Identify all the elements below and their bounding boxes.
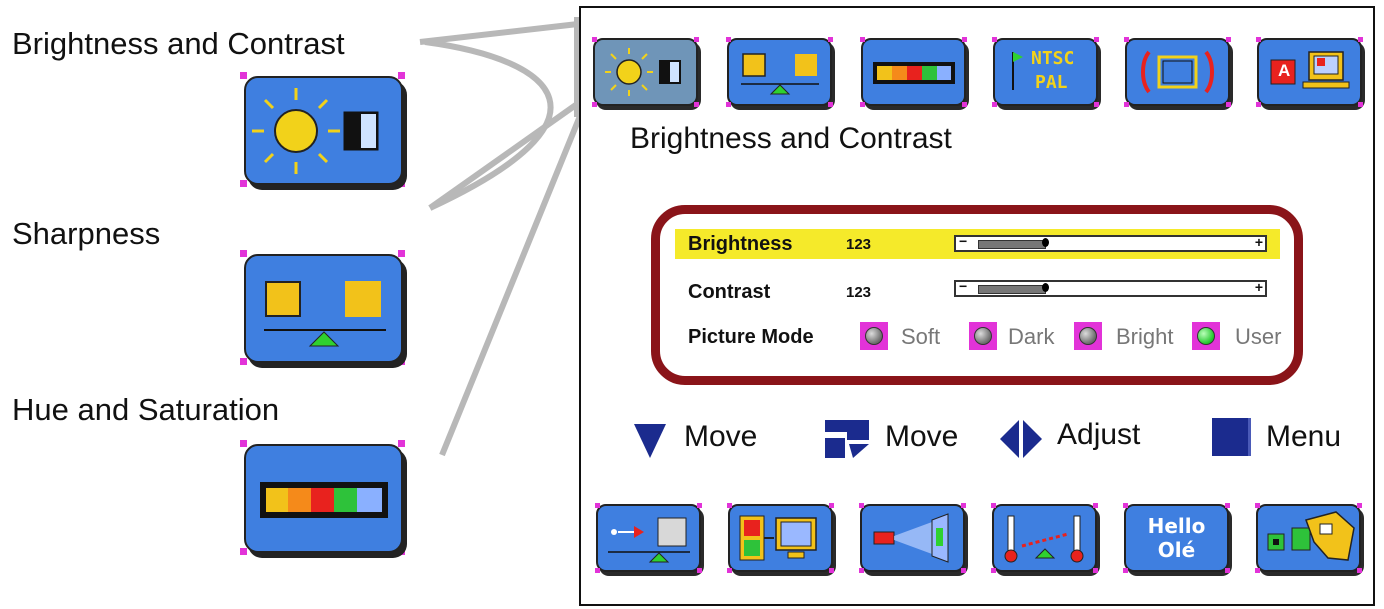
- sharpness-icon: [741, 53, 819, 95]
- input-monitor-icon: [739, 515, 817, 561]
- tab-ntsc-pal[interactable]: NTSC PAL: [992, 37, 1099, 107]
- language-badge: A: [1278, 61, 1291, 80]
- hello-label: Hello: [1147, 514, 1206, 538]
- legend-brightness-icon: [240, 72, 405, 187]
- legend-sharpness-label: Sharpness: [12, 216, 161, 251]
- tab-color-temperature[interactable]: [991, 503, 1098, 573]
- help-menu-label: Menu: [1266, 420, 1342, 453]
- tab-hue-saturation[interactable]: [860, 37, 967, 107]
- ntsc-label: NTSC: [1031, 48, 1075, 69]
- ole-label: Olé: [1157, 538, 1196, 562]
- color-bar-icon: [873, 62, 955, 84]
- move-arrows-icon: [825, 420, 869, 458]
- radio-ball-selected-icon: [1197, 327, 1215, 345]
- help-adjust-label: Adjust: [1057, 418, 1141, 451]
- mode-user-radio[interactable]: [1192, 322, 1220, 350]
- section-title: Brightness and Contrast: [630, 122, 952, 155]
- menu-square-icon: [1212, 418, 1251, 456]
- tab-position[interactable]: [595, 503, 702, 573]
- brightness-label: Brightness: [688, 233, 793, 255]
- tab-projector[interactable]: [859, 503, 966, 573]
- legend-sharpness-icon: [240, 250, 405, 365]
- mode-soft-label: Soft: [901, 324, 941, 349]
- osd-window: [579, 6, 1375, 606]
- color-bar-icon: [260, 482, 388, 518]
- tab-screen-size[interactable]: [1124, 37, 1231, 107]
- legend-hue-label: Hue and Saturation: [12, 392, 280, 427]
- reset-tools-icon: [1267, 511, 1355, 561]
- slider-plus: +: [1254, 234, 1263, 250]
- tab-input-source[interactable]: [727, 503, 834, 573]
- slider-minus: −: [959, 278, 968, 294]
- tab-sharpness[interactable]: [726, 37, 833, 107]
- mode-bright-radio[interactable]: [1074, 322, 1102, 350]
- mode-dark-radio[interactable]: [969, 322, 997, 350]
- position-icon: [608, 517, 690, 563]
- legend-hue-icon: [240, 440, 405, 555]
- brightness-value: 123: [846, 236, 872, 253]
- slider-fill: [978, 285, 1046, 294]
- mode-soft-radio[interactable]: [860, 322, 888, 350]
- contrast-label: Contrast: [688, 281, 771, 303]
- screen-size-icon: [1141, 50, 1214, 94]
- slider-knob[interactable]: [1042, 283, 1049, 292]
- sun-contrast-icon: [605, 48, 681, 96]
- settings-panel: [651, 205, 1303, 385]
- pal-label: PAL: [1035, 72, 1068, 93]
- tab-reset[interactable]: [1255, 503, 1362, 573]
- mode-dark-label: Dark: [1008, 324, 1055, 349]
- left-right-icon: [1000, 420, 1042, 458]
- ntsc-pal-icon: [1012, 52, 1023, 90]
- contrast-slider[interactable]: − +: [954, 278, 1267, 297]
- radio-ball-icon: [865, 327, 883, 345]
- radio-ball-icon: [1079, 327, 1097, 345]
- legend-brightness-label: Brightness and Contrast: [12, 26, 345, 61]
- help-move2-label: Move: [885, 420, 959, 453]
- picture-mode-label: Picture Mode: [688, 326, 814, 348]
- slider-knob[interactable]: [1042, 238, 1049, 247]
- mode-bright-label: Bright: [1116, 324, 1174, 349]
- slider-plus: +: [1254, 279, 1263, 295]
- help-move-label: Move: [684, 420, 758, 453]
- brightness-slider[interactable]: − +: [954, 233, 1267, 252]
- projector-icon: [873, 513, 949, 563]
- slider-fill: [978, 240, 1046, 249]
- sharpness-icon: [264, 281, 386, 347]
- tab-brightness-contrast[interactable]: [592, 37, 699, 107]
- radio-ball-icon: [974, 327, 992, 345]
- sun-contrast-icon: [252, 88, 379, 174]
- down-triangle-icon: [634, 424, 666, 458]
- tab-language[interactable]: Hello Olé: [1123, 503, 1230, 573]
- contrast-value: 123: [846, 284, 872, 301]
- tab-language-setup[interactable]: A: [1256, 37, 1363, 107]
- slider-minus: −: [959, 233, 968, 249]
- mode-user-label: User: [1235, 324, 1282, 349]
- language-screen-icon: [1270, 51, 1350, 89]
- temperature-icon: [1004, 515, 1084, 563]
